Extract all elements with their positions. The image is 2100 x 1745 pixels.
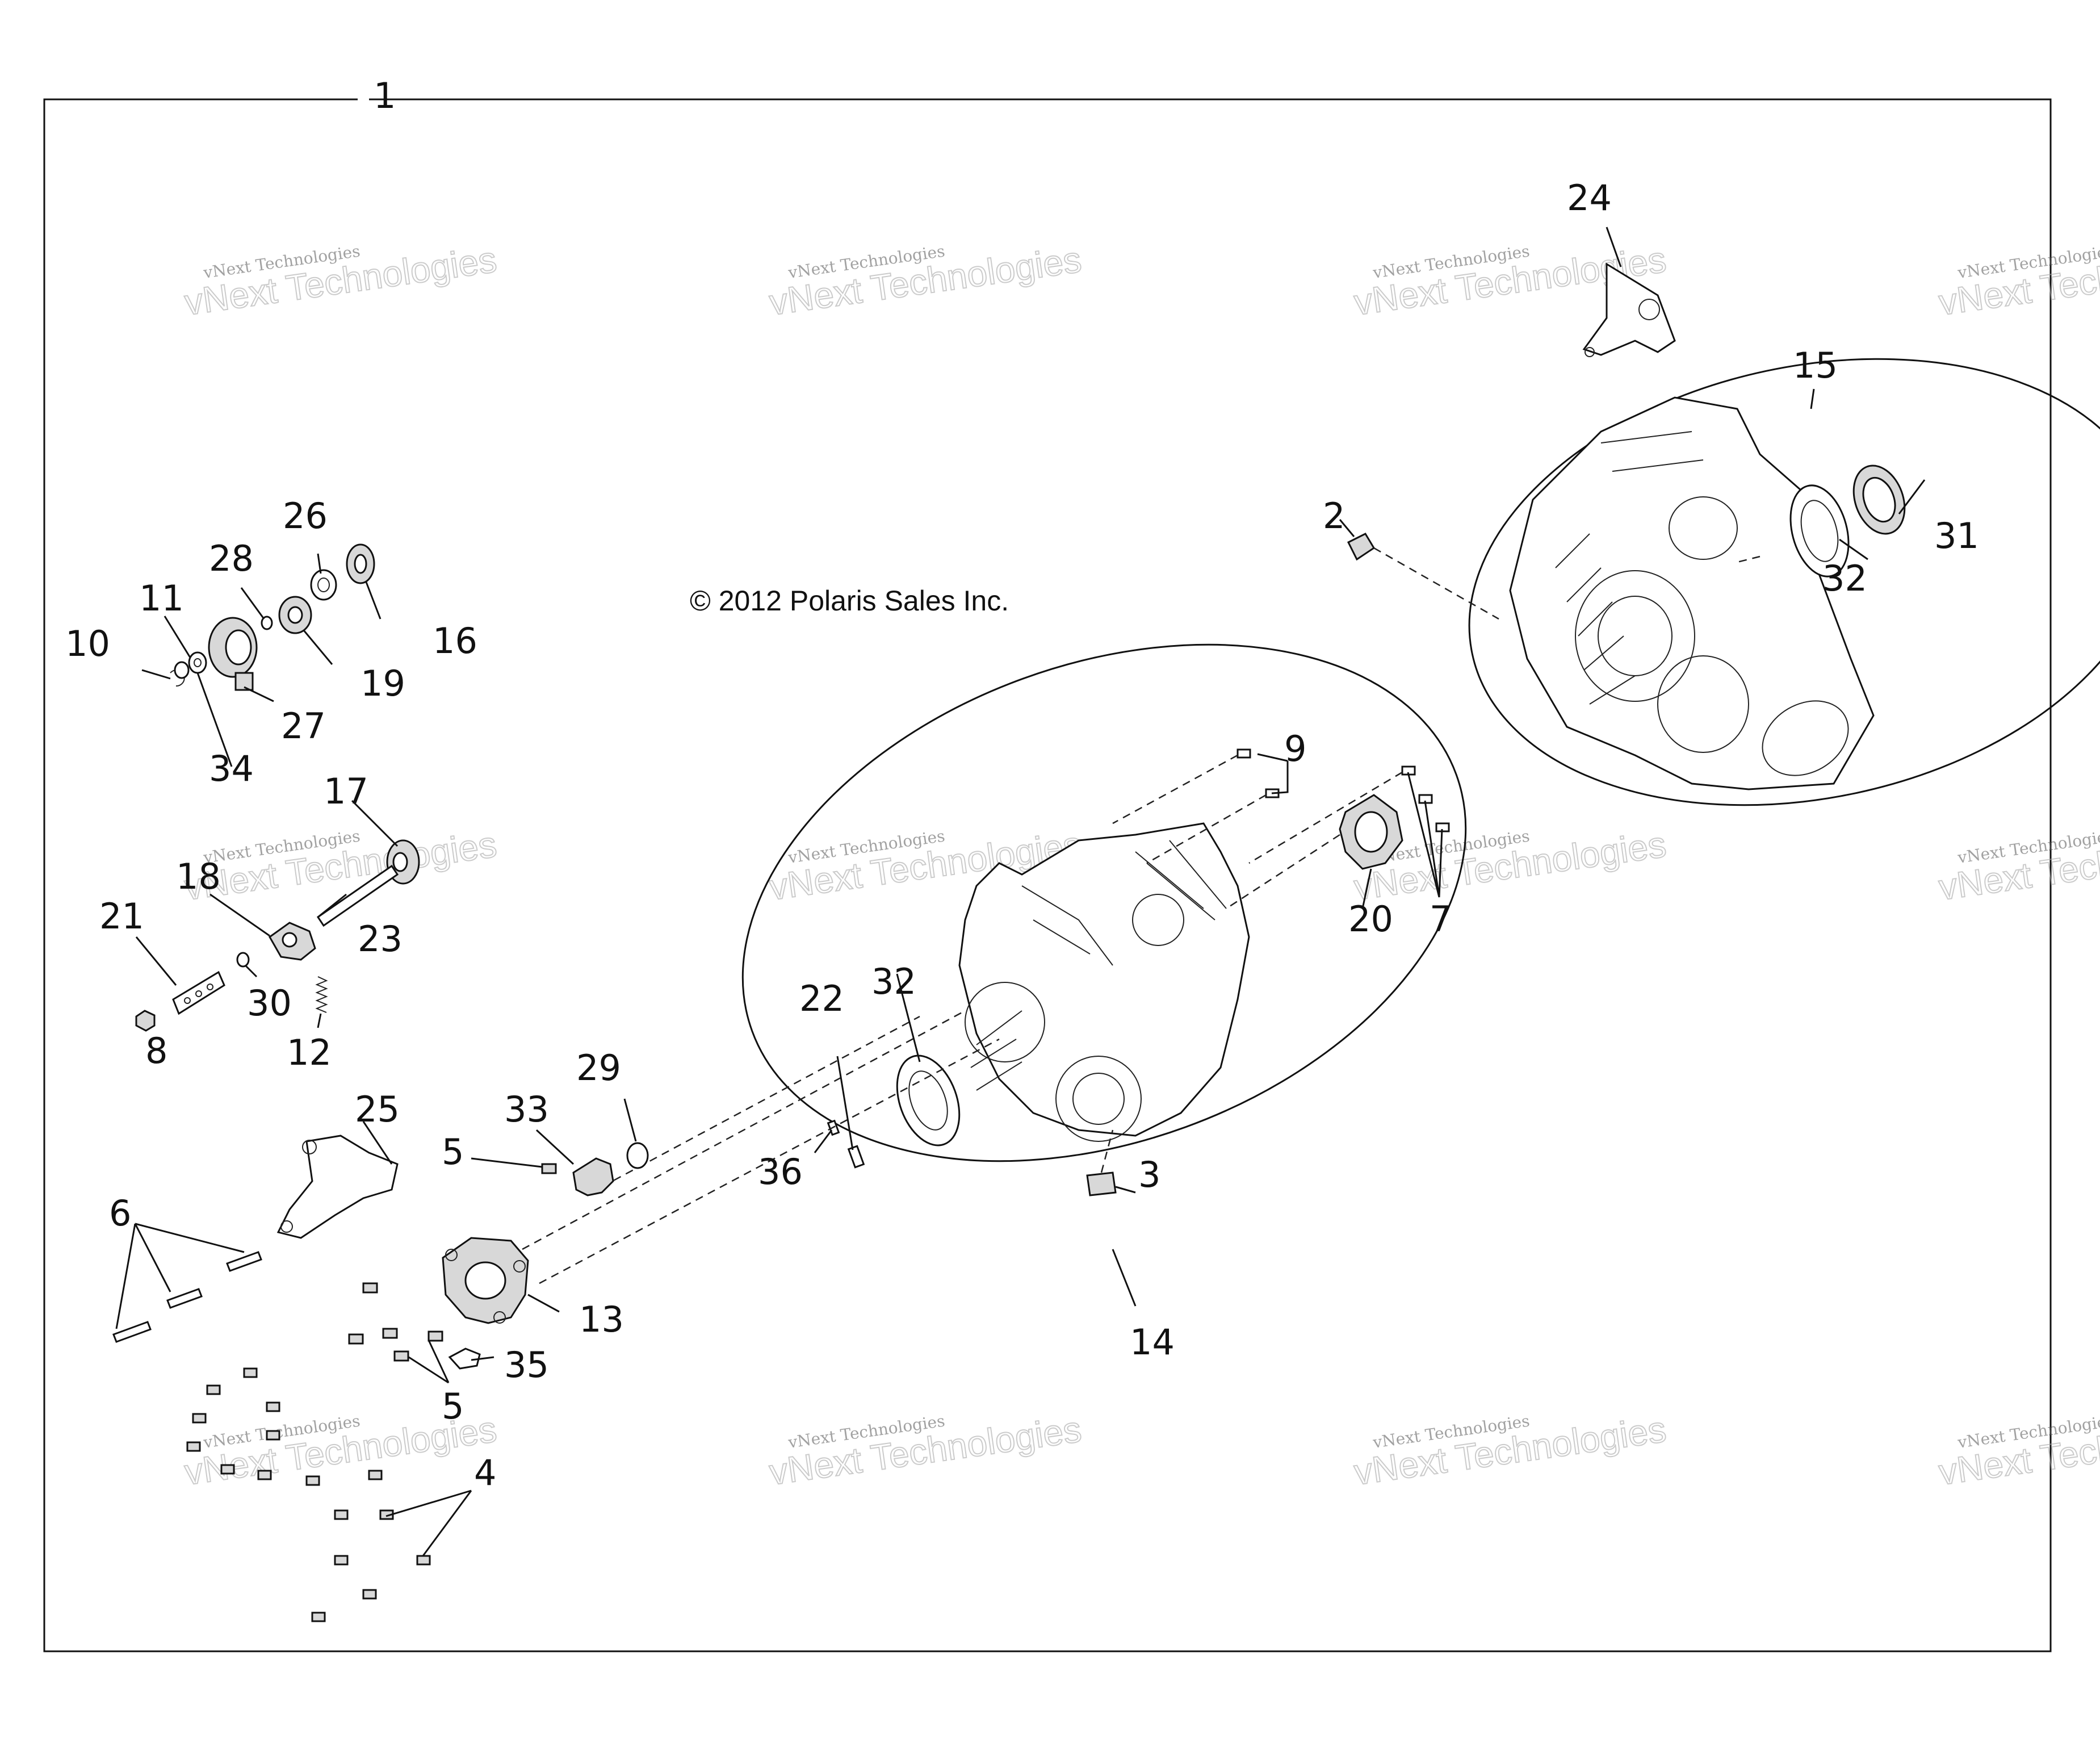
part-32-seal-upper[interactable] [1781, 479, 1858, 583]
watermark: vNext Technologies vNext Technologies [766, 238, 1084, 323]
part-20-cover-plate[interactable] [1339, 794, 1403, 870]
callout-32-upper: 32 [1822, 558, 1867, 599]
part-8-nut[interactable] [135, 1010, 156, 1032]
part-3-drain-plug[interactable] [1086, 1171, 1117, 1196]
part-2-plug[interactable] [1347, 533, 1376, 561]
part-18-shift-fork[interactable] [269, 922, 316, 961]
part-27-drive-gear[interactable] [208, 617, 258, 691]
leader-dash [1737, 555, 1761, 563]
leader-lines [115, 227, 1926, 1556]
watermark: vNext Technologies vNext Technologies [1936, 1408, 2100, 1493]
callout-27: 27 [281, 705, 326, 747]
callout-33: 33 [504, 1089, 549, 1130]
leader-dash [1146, 794, 1267, 864]
part-12-spring[interactable] [315, 976, 328, 1013]
callout-24: 24 [1567, 177, 1612, 219]
watermark: vNext Technologies vNext Technologies [182, 823, 500, 908]
part-22-pin[interactable] [847, 1145, 865, 1169]
watermark: vNext Technologies vNext Technologies [1936, 238, 2100, 323]
part-21-link[interactable] [172, 970, 225, 1015]
part-35-tab[interactable] [448, 1348, 481, 1370]
part-31-bearing[interactable] [1845, 458, 1913, 541]
callout-28: 28 [209, 538, 254, 579]
part-5-bolts[interactable] [348, 1163, 557, 1362]
callout-17: 17 [324, 771, 368, 812]
callout-14: 14 [1130, 1321, 1175, 1363]
copyright-notice: © 2012 Polaris Sales Inc. [690, 585, 1009, 617]
part-15-rear-housing[interactable] [1427, 299, 2100, 865]
callout-19: 19 [361, 663, 405, 704]
callout-36: 36 [758, 1151, 803, 1192]
watermark: vNext Technologies vNext Technologies [1351, 1408, 1669, 1493]
part-16-gear[interactable] [346, 543, 375, 584]
callout-25: 25 [355, 1089, 400, 1130]
part-23-shaft[interactable] [316, 864, 399, 927]
callout-21: 21 [99, 895, 144, 937]
callout-5-lower: 5 [442, 1386, 464, 1427]
part-4-bolts[interactable] [186, 1367, 431, 1622]
part-11-washer[interactable] [188, 651, 207, 674]
part-29-o-ring[interactable] [626, 1142, 649, 1169]
leader-dash [1373, 547, 1499, 620]
part-34-washer[interactable] [174, 661, 190, 679]
callout-4: 4 [474, 1452, 496, 1493]
part-26-bearing[interactable] [310, 569, 337, 601]
part-33-fitting[interactable] [572, 1157, 614, 1196]
callout-5-upper: 5 [442, 1131, 464, 1173]
callout-22: 22 [799, 978, 844, 1019]
callout-32-lower: 32 [871, 961, 916, 1002]
watermark: vNext Technologies vNext Technologies [766, 1408, 1084, 1493]
part-6-long-bolts[interactable] [112, 1251, 262, 1343]
callout-11: 11 [139, 578, 184, 619]
alignment-line [601, 1015, 920, 1188]
part-14-front-housing[interactable] [670, 551, 1538, 1256]
assembly-frame [43, 98, 2052, 1652]
callout-34: 34 [209, 748, 254, 789]
watermark: vNext Technologies vNext Technologies [182, 238, 500, 323]
part-28-washer[interactable] [261, 616, 273, 630]
callout-23: 23 [358, 918, 403, 960]
leader-dash [1112, 754, 1238, 825]
part-19-gear[interactable] [278, 596, 312, 634]
leader-dash [1100, 1129, 1114, 1173]
part-32-seal-lower[interactable] [886, 1047, 971, 1154]
callout-9: 9 [1284, 728, 1306, 769]
callout-31: 31 [1934, 515, 1979, 556]
leader-dash [1248, 771, 1403, 864]
callout-20: 20 [1348, 898, 1393, 940]
callout-10: 10 [65, 623, 110, 664]
callout-6: 6 [109, 1192, 131, 1234]
watermark: vNext Technologies vNext Technologies [1936, 823, 2100, 908]
callout-15: 15 [1793, 345, 1838, 386]
callout-30: 30 [247, 982, 292, 1024]
callout-13: 13 [579, 1299, 624, 1340]
callout-35: 35 [504, 1344, 549, 1386]
part-25-bracket[interactable] [276, 1135, 399, 1239]
part-24-bracket[interactable] [1582, 262, 1676, 357]
watermark-layer: vNext Technologies vNext Technologies vN… [182, 238, 2100, 1493]
callout-labels: 1 2 3 4 5 5 6 7 8 9 10 11 12 13 14 15 16… [65, 75, 1979, 1493]
part-30-washer[interactable] [236, 952, 250, 968]
callout-16: 16 [433, 620, 477, 662]
callout-3: 3 [1138, 1154, 1160, 1195]
callout-2: 2 [1323, 495, 1345, 537]
callout-18: 18 [176, 856, 221, 897]
callout-29: 29 [576, 1047, 621, 1089]
callout-7: 7 [1430, 898, 1452, 940]
callout-8: 8 [145, 1030, 167, 1072]
callout-12: 12 [287, 1032, 332, 1073]
leader-dash [1226, 834, 1340, 910]
alignment-line [522, 1010, 966, 1250]
callout-1: 1 [374, 75, 396, 116]
part-13-oil-pump[interactable] [442, 1237, 529, 1324]
alignment-line [539, 1038, 1000, 1284]
callout-26: 26 [283, 495, 328, 537]
